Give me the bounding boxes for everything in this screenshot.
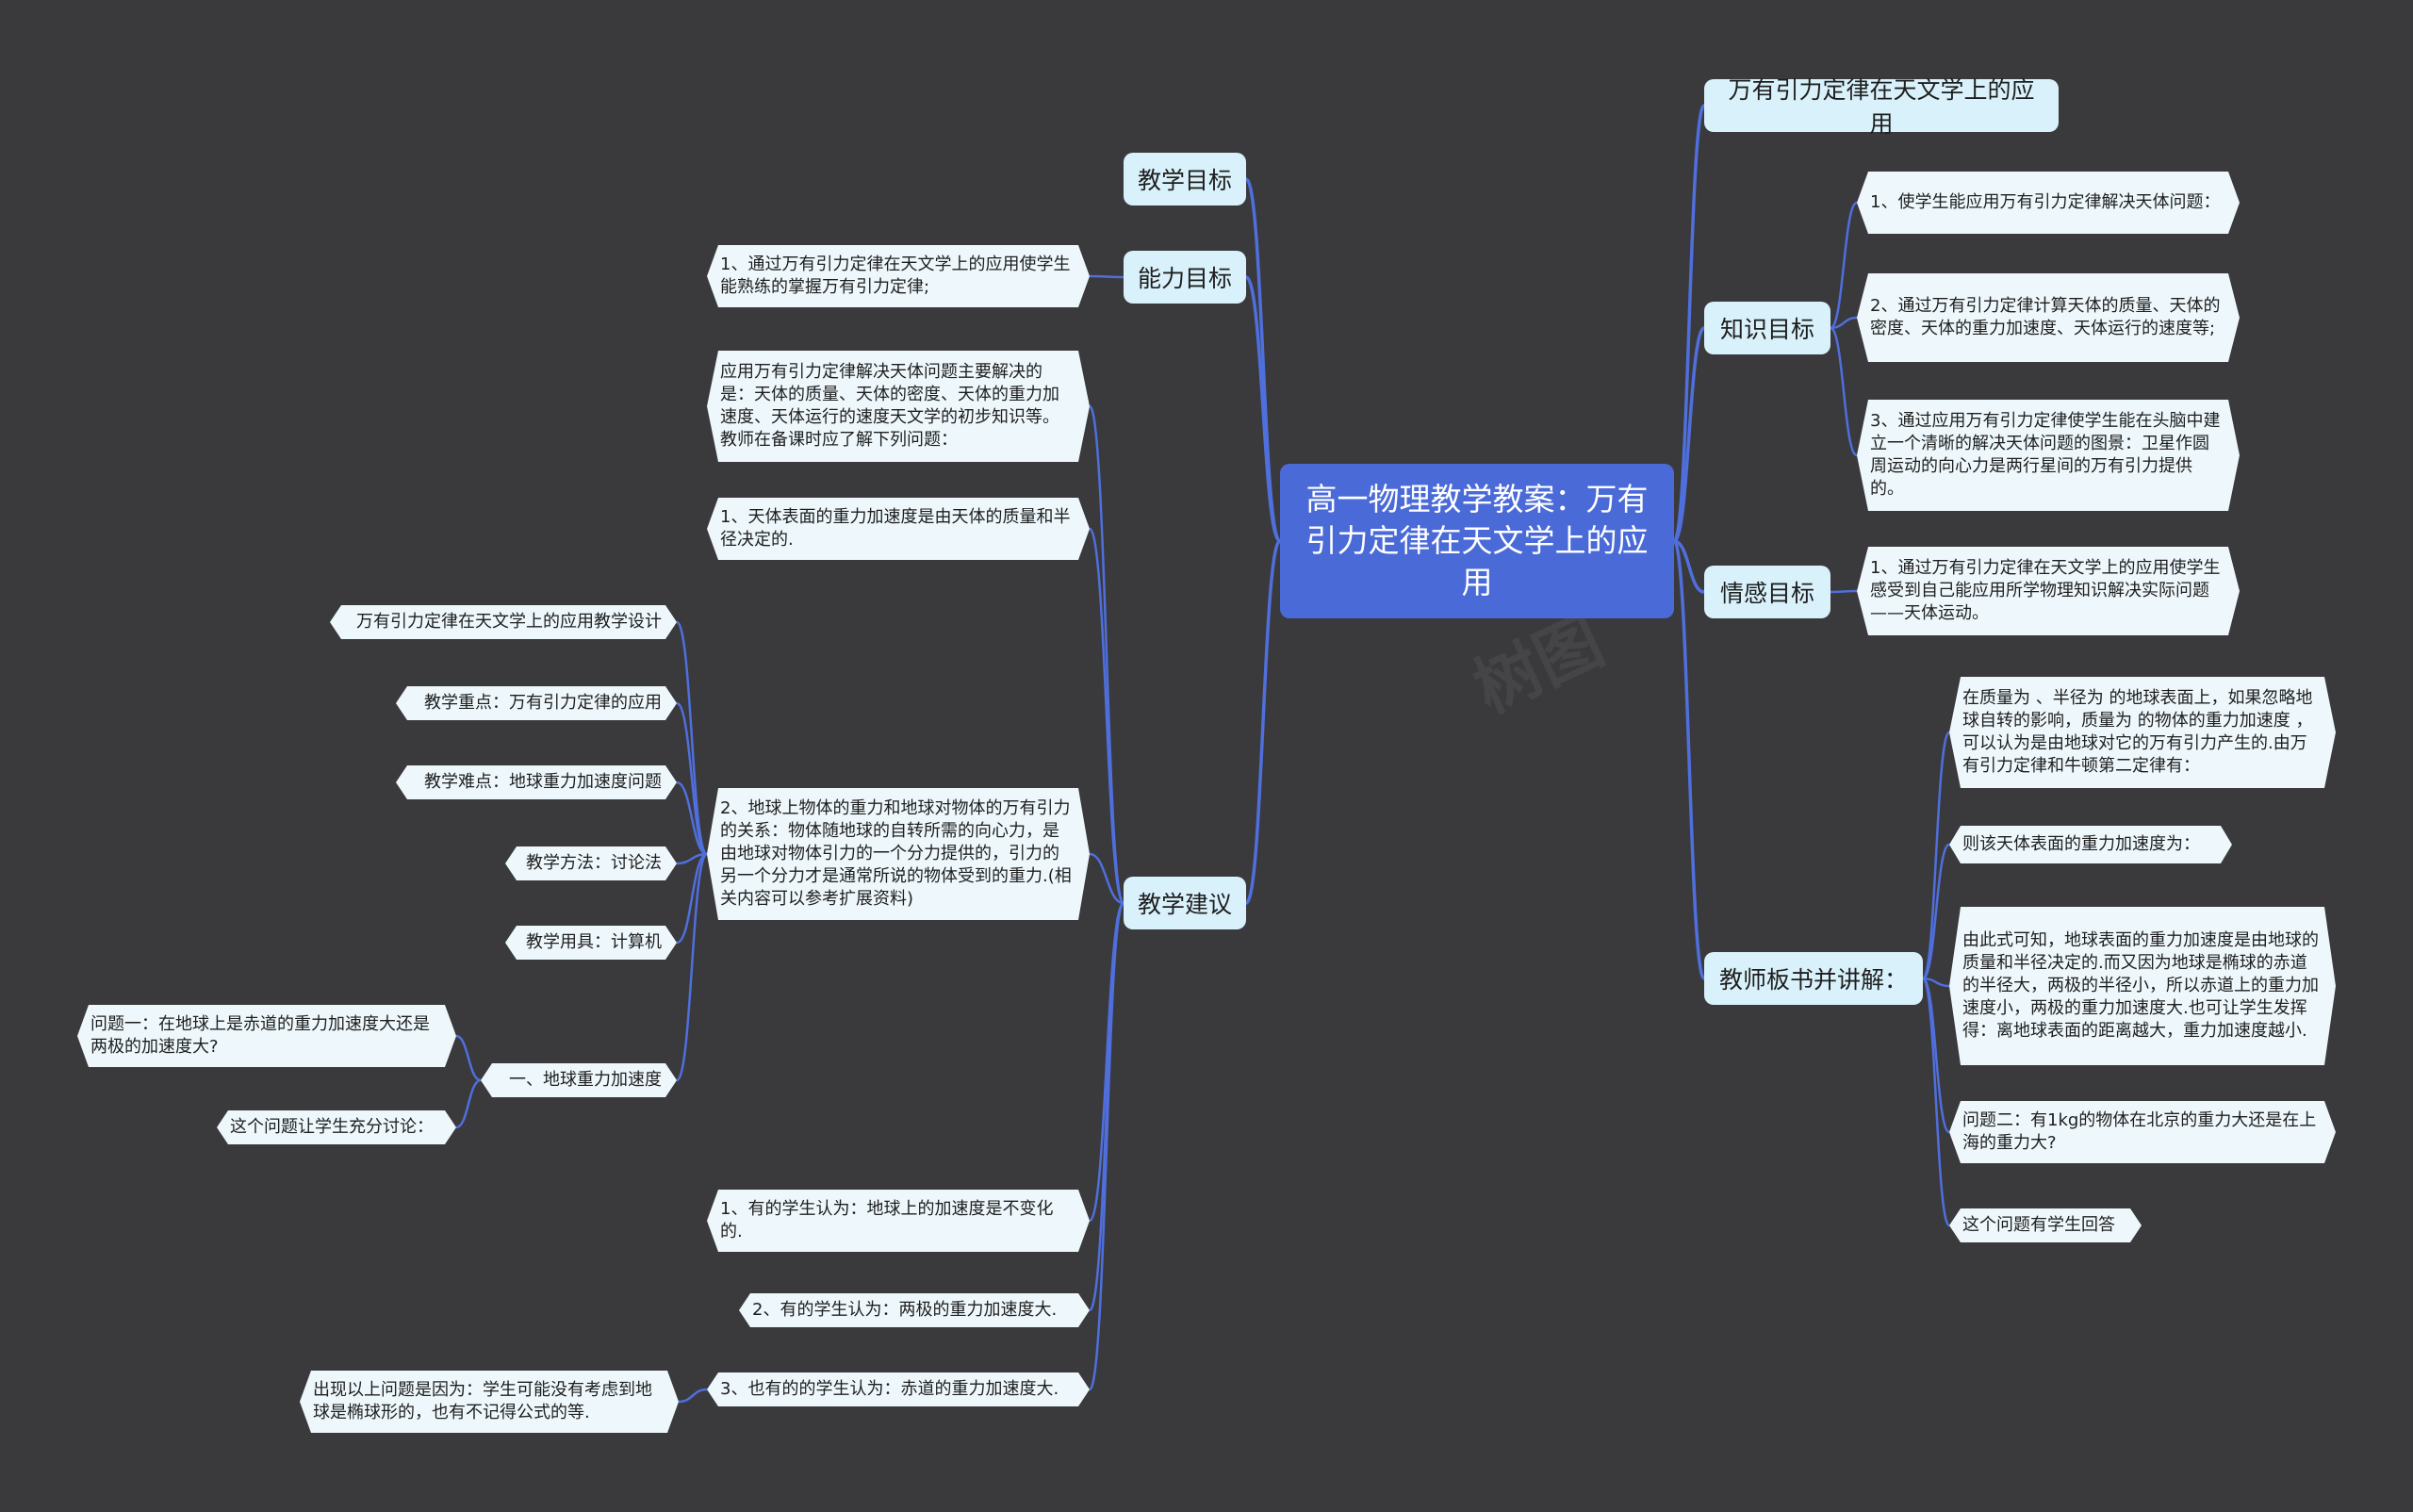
connector-root-sugg [1244, 539, 1282, 905]
branch-topic[interactable]: 万有引力定律在天文学上的应用 [1704, 76, 2059, 138]
knowledge-item-1[interactable]: 1、使学生能应用万有引力定律解决天体问题： [1857, 172, 2240, 234]
branch-board-explanation[interactable]: 教师板书并讲解： [1704, 952, 1923, 1005]
connector-know-k1 [1830, 201, 1858, 330]
board-item-1[interactable]: 在质量为 、半径为 的地球表面上，如果忽略地球自转的影响，质量为 的物体的重力加… [1949, 677, 2336, 788]
connector-sugg-intro [1088, 404, 1125, 905]
branch-teaching-suggestion[interactable]: 教学建议 [1124, 877, 1246, 929]
branch-teaching-goal[interactable]: 教学目标 [1124, 153, 1246, 205]
connector-root-goal [1244, 177, 1282, 543]
connector-board-b2 [1922, 843, 1950, 980]
suggestion-point-1[interactable]: 1、天体表面的重力加速度是由天体的质量和半径决定的. [707, 498, 1090, 560]
connector-know-k3 [1829, 326, 1859, 457]
connector-p2-diff [676, 781, 708, 856]
connector-grav-q1d [455, 1078, 482, 1129]
branch-ability-goal[interactable]: 能力目标 [1124, 251, 1246, 304]
connector-p2-focus [676, 701, 708, 856]
suggestion-point-2[interactable]: 2、地球上物体的重力和地球对物体的万有引力的关系：物体随地球的自转所需的向心力，… [707, 788, 1090, 920]
connector-know-k2 [1830, 316, 1858, 330]
root-topic[interactable]: 高一物理教学教案：万有引力定律在天文学上的应用 [1280, 464, 1674, 618]
student-view-1[interactable]: 1、有的学生认为：地球上的加速度是不变化的. [707, 1190, 1090, 1252]
board-item-2[interactable]: 则该天体表面的重力加速度为： [1949, 826, 2232, 863]
question-1-discussion[interactable]: 这个问题让学生充分讨论： [217, 1110, 456, 1144]
suggestion-intro[interactable]: 应用万有引力定律解决天体问题主要解决的是：天体的质量、天体的密度、天体的重力加速… [707, 351, 1090, 462]
connector-p2-tools [676, 852, 708, 945]
student-view-2[interactable]: 2、有的学生认为：两极的重力加速度大. [739, 1293, 1090, 1327]
connector-root-emo [1673, 539, 1705, 594]
connector-board-b1 [1921, 731, 1951, 980]
method-item[interactable]: 教学方法：讨论法 [505, 846, 677, 880]
connector-p2-grav [675, 852, 709, 1082]
difficulty-item[interactable]: 教学难点：地球重力加速度问题 [396, 765, 677, 799]
branch-emotion-goal[interactable]: 情感目标 [1704, 566, 1830, 618]
knowledge-item-2[interactable]: 2、通过万有引力定律计算天体的质量、天体的密度、天体的重力加速度、天体运行的速度… [1857, 273, 2240, 362]
focus-item[interactable]: 教学重点：万有引力定律的应用 [396, 686, 677, 720]
connector-p2-design [675, 620, 709, 856]
knowledge-item-3[interactable]: 3、通过应用万有引力定律使学生能在头脑中建立一个清晰的解决天体问题的图景：卫星作… [1857, 400, 2240, 511]
connector-root-topic [1672, 104, 1706, 543]
question-1[interactable]: 问题一：在地球上是赤道的重力加速度大还是两极的加速度大? [77, 1005, 456, 1067]
emotion-item-1[interactable]: 1、通过万有引力定律在天文学上的应用使学生感受到自己能应用所学物理知识解决实际问… [1857, 547, 2240, 635]
connector-emo-e1 [1830, 589, 1858, 594]
connector-board-b3 [1922, 977, 1950, 988]
connector-sugg-v2 [1088, 901, 1125, 1312]
gravity-acceleration-item[interactable]: 一、地球重力加速度 [481, 1063, 677, 1097]
tools-item[interactable]: 教学用具：计算机 [505, 926, 677, 960]
connector-v3-reason [678, 1388, 708, 1404]
connector-root-know [1672, 326, 1706, 543]
board-item-5[interactable]: 这个问题有学生回答 [1949, 1208, 2142, 1242]
reason-item[interactable]: 出现以上问题是因为：学生可能没有考虑到地球是椭球形的，也有不记得公式的等. [300, 1371, 679, 1433]
connector-root-ability [1244, 275, 1282, 543]
connector-root-board [1672, 539, 1706, 980]
branch-knowledge-goal[interactable]: 知识目标 [1704, 302, 1830, 354]
design-item[interactable]: 万有引力定律在天文学上的应用教学设计 [330, 605, 677, 639]
board-item-4[interactable]: 问题二：有1kg的物体在北京的重力大还是在上海的重力大? [1949, 1101, 2336, 1163]
connector-ability-ab1 [1089, 274, 1124, 279]
ability-goal-item[interactable]: 1、通过万有引力定律在天文学上的应用使学生能熟练的掌握万有引力定律; [707, 245, 1090, 307]
connector-sugg-v3 [1088, 901, 1125, 1391]
board-item-3[interactable]: 由此式可知，地球表面的重力加速度是由地球的质量和半径决定的.而又因为地球是椭球的… [1949, 907, 2336, 1065]
connector-sugg-p2 [1089, 852, 1124, 905]
connector-sugg-p1 [1088, 527, 1125, 905]
connector-grav-q1 [455, 1034, 482, 1082]
student-view-3[interactable]: 3、也有的的学生认为：赤道的重力加速度大. [707, 1372, 1090, 1406]
connector-board-b5 [1921, 977, 1951, 1227]
